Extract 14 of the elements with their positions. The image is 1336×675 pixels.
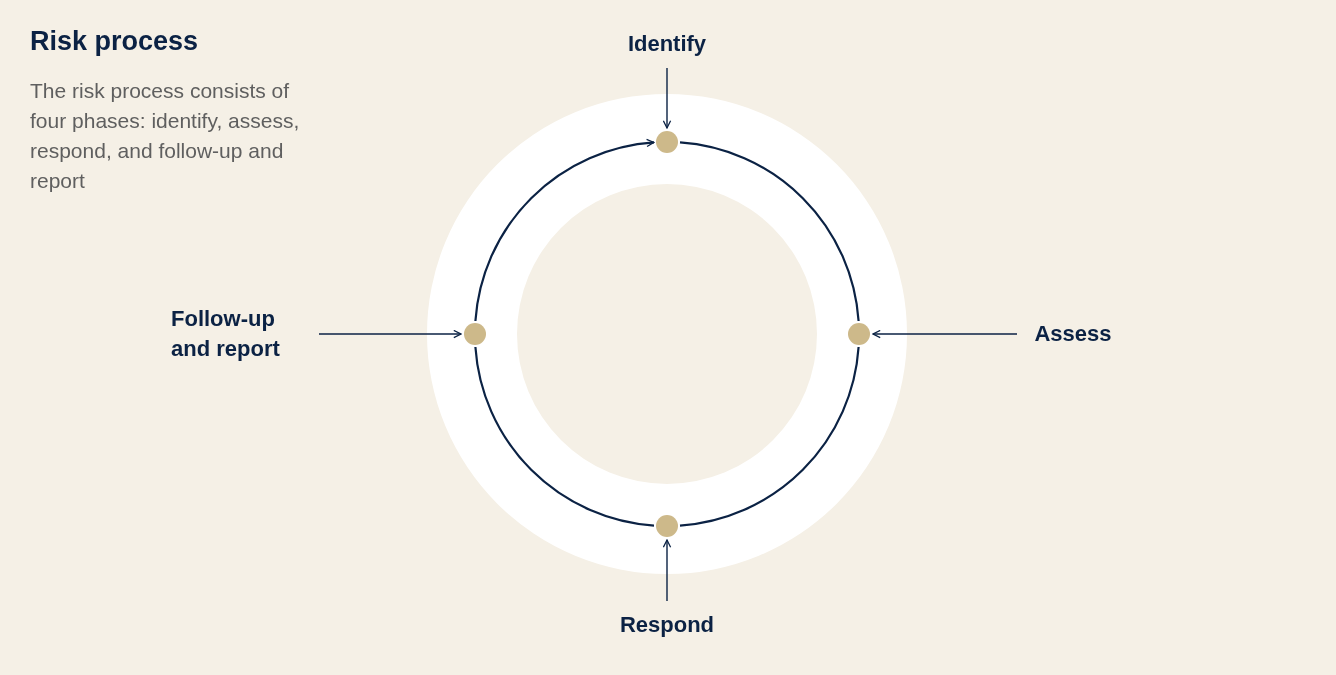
phase-label: Respond <box>607 609 727 641</box>
cycle-arc <box>679 346 860 527</box>
arrow <box>872 329 1018 339</box>
arrow <box>662 539 672 602</box>
cycle-arc <box>474 139 655 322</box>
title: Risk process <box>30 26 199 57</box>
phase-label: Assess <box>1025 318 1121 350</box>
phase-label: Identify <box>612 28 722 60</box>
description-text: The risk process consists of four phases: identify, assess, respond, and follow-up and report <box>30 78 301 194</box>
arrow <box>662 67 672 129</box>
arrow <box>318 329 462 339</box>
cycle-arc <box>679 141 860 322</box>
cycle-arc <box>474 346 655 527</box>
phase-label: Follow-up and report <box>171 303 311 365</box>
